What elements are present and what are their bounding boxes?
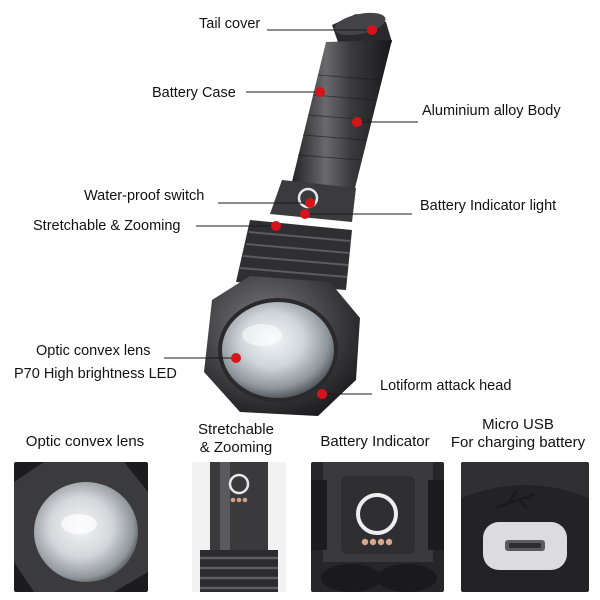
knurl-lines bbox=[297, 74, 381, 161]
label-waterproof-switch: Water-proof switch bbox=[84, 188, 205, 204]
caption-stretchable-zooming: Stretchable & Zooming bbox=[198, 421, 274, 456]
marker-switch bbox=[305, 198, 315, 208]
marker-zoom bbox=[271, 221, 281, 231]
marker-battery-case bbox=[315, 87, 325, 97]
label-battery-indicator-light: Battery Indicator light bbox=[420, 198, 557, 214]
leader-lines bbox=[164, 29, 418, 395]
label-attack-head: Lotiform attack head bbox=[380, 378, 512, 394]
caption-optic-lens: Optic convex lens bbox=[25, 433, 145, 450]
marker-tail bbox=[367, 25, 377, 35]
zoom-thread bbox=[236, 220, 352, 290]
convex-lens bbox=[218, 298, 338, 402]
label-aluminium-body: Aluminium alloy Body bbox=[422, 103, 561, 119]
detail-photo-battery-indicator bbox=[311, 462, 444, 592]
detail-photo-lens bbox=[14, 462, 148, 592]
marker-head bbox=[317, 389, 327, 399]
usb-symbol-icon bbox=[494, 489, 536, 510]
detail-photo-zoom bbox=[192, 462, 286, 592]
label-optic-lens: Optic convex lens bbox=[36, 343, 151, 359]
detail-photo-micro-usb bbox=[461, 462, 589, 592]
battery-tube bbox=[290, 40, 392, 200]
label-stretchable-zooming: Stretchable & Zooming bbox=[33, 218, 181, 234]
thread-lines bbox=[239, 231, 351, 278]
flashlight-body bbox=[204, 12, 392, 416]
label-battery-case: Battery Case bbox=[152, 85, 236, 101]
label-tail-cover: Tail cover bbox=[199, 16, 261, 32]
marker-lens bbox=[231, 353, 241, 363]
label-led: P70 High brightness LED bbox=[14, 366, 177, 382]
marker-indicator bbox=[300, 209, 310, 219]
marker-dots bbox=[231, 25, 377, 399]
marker-body bbox=[352, 117, 362, 127]
caption-battery-indicator: Battery Indicator bbox=[320, 433, 430, 450]
caption-micro-usb: Micro USB For charging battery bbox=[450, 416, 586, 451]
